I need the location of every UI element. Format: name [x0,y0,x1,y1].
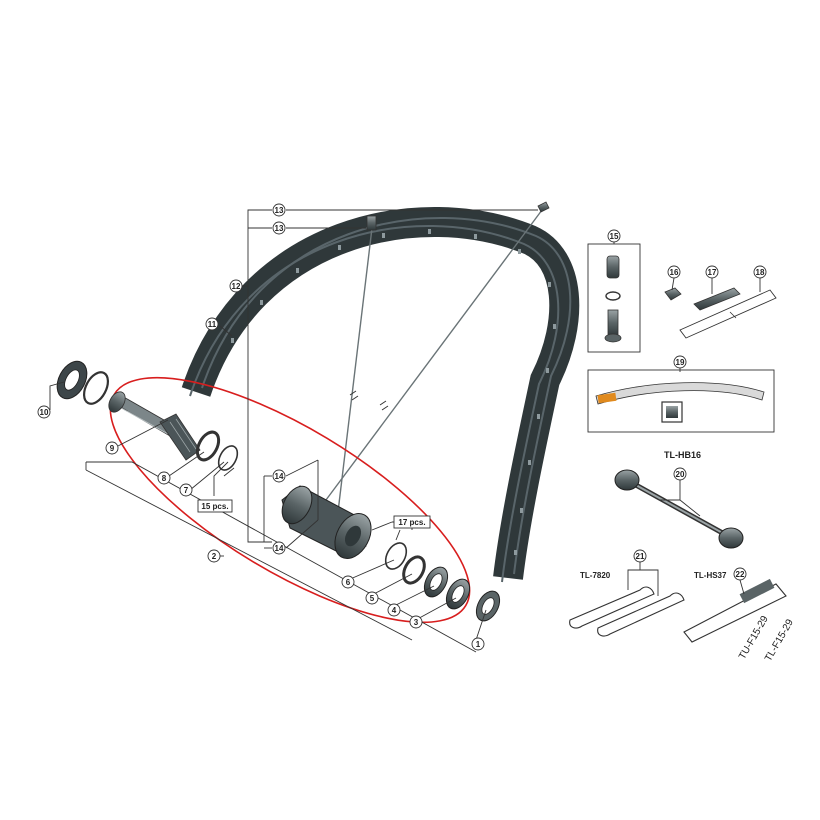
svg-text:2: 2 [212,552,217,561]
callout-14-bottom: 14 [272,541,286,555]
svg-text:13: 13 [275,206,284,215]
svg-text:15 pcs.: 15 pcs. [201,502,228,511]
label-tl-7820: TL-7820 [580,571,611,580]
callout-15: 15 [607,229,621,243]
svg-text:16: 16 [670,268,679,277]
svg-text:13: 13 [275,224,284,233]
svg-text:10: 10 [40,408,49,417]
cone-wrench-tl7820-left [569,586,655,629]
callout-19: 19 [673,355,687,369]
svg-text:11: 11 [208,320,217,329]
rim-tape-18 [679,289,777,339]
svg-text:18: 18 [756,268,765,277]
callout-1: 1 [471,637,485,651]
freehub-ring-6 [384,542,408,570]
hub-body [281,485,372,559]
svg-text:5: 5 [370,594,375,603]
left-lock-ring [56,360,88,400]
callout-4: 4 [387,603,401,617]
svg-text:17 pcs.: 17 pcs. [398,518,425,527]
valve-box [587,243,641,353]
freehub-ring-5 [402,555,426,585]
callout-21: 21 [633,549,647,563]
svg-text:3: 3 [414,618,419,627]
label-15-pcs: 15 pcs. [197,499,233,513]
svg-text:14: 14 [275,544,284,553]
valve-adapter-17 [693,287,741,311]
leader-lines [49,209,538,653]
svg-text:14: 14 [275,472,284,481]
callout-11: 11 [205,317,219,331]
right-end-cap [475,590,501,622]
svg-text:4: 4 [392,606,397,615]
label-17-pcs: 17 pcs. [393,515,431,529]
label-tl-hb16: TL-HB16 [664,450,701,460]
callout-7: 7 [179,483,193,497]
svg-text:19: 19 [676,358,685,367]
callout-13-top: 13 [272,203,286,217]
callout-12: 12 [229,279,243,293]
svg-text:20: 20 [676,470,685,479]
tape-box-19 [587,369,775,433]
callout-14-top: 14 [272,469,286,483]
callout-8: 8 [157,471,171,485]
svg-text:15: 15 [610,232,619,241]
callout-3: 3 [409,615,423,629]
callout-20: 20 [673,467,687,481]
bearing-ring-7 [217,445,239,471]
callout-17: 17 [705,265,719,279]
callout-9: 9 [105,441,119,455]
callout-sub-leaders [613,242,761,596]
callout-16: 16 [667,265,681,279]
svg-text:8: 8 [162,474,167,483]
axle-tool-20 [614,469,744,549]
spoke-nipple [366,215,377,231]
callout-5: 5 [365,591,379,605]
svg-text:22: 22 [736,570,745,579]
spoke-wrench-tlhs37 [683,578,787,643]
label-tl-hs37: TL-HS37 [694,571,727,580]
callout-6: 6 [341,575,355,589]
svg-text:7: 7 [184,486,189,495]
callout-13-bottom: 13 [272,221,286,235]
cone-wrench-tl7820-right [597,592,685,637]
spokes [319,209,543,513]
svg-text:6: 6 [346,578,351,587]
svg-text:21: 21 [636,552,645,561]
callout-2: 2 [207,549,221,563]
rim-tape-clip-16 [664,287,682,301]
callout-10: 10 [37,405,51,419]
bearing-ring-8 [195,430,221,462]
rim [181,206,580,583]
spoke-head [537,201,550,213]
svg-text:17: 17 [708,268,717,277]
svg-text:9: 9 [110,444,115,453]
svg-text:12: 12 [232,282,241,291]
callout-22: 22 [733,567,747,581]
svg-text:1: 1 [476,640,481,649]
left-seal-ring [82,371,110,405]
callout-18: 18 [753,265,767,279]
hub-axle [108,391,201,461]
